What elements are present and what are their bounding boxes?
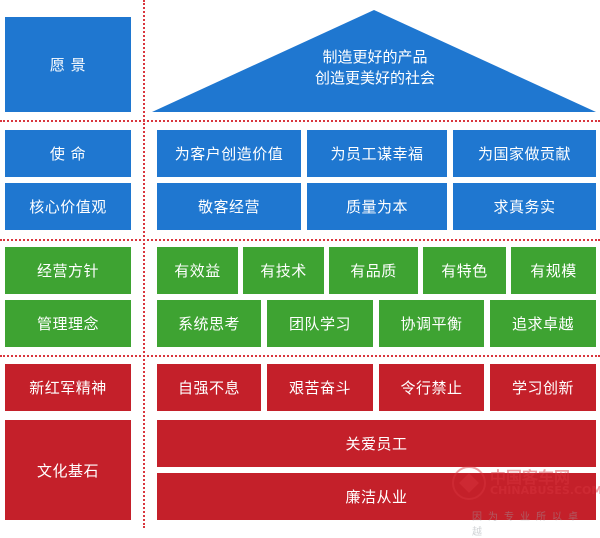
- mission-item-3: 为国家做贡献: [453, 130, 596, 177]
- mission-item-1: 为客户创造价值: [157, 130, 301, 177]
- business-policy-item-1: 有效益: [157, 247, 238, 294]
- red-army-spirit-item-3: 令行禁止: [379, 364, 484, 411]
- watermark: 中国客车网 CHINABUSES.COM 因为专业所以卓越: [452, 462, 600, 538]
- vision-roof: [152, 10, 596, 112]
- divider-values-policy: [0, 239, 600, 241]
- vision-label: 愿 景: [5, 17, 131, 112]
- watermark-cn: 中国客车网: [490, 468, 571, 487]
- management-philosophy-item-1: 系统思考: [157, 300, 261, 347]
- mission-item-2: 为员工谋幸福: [307, 130, 447, 177]
- management-philosophy-item-4: 追求卓越: [490, 300, 596, 347]
- mission-label: 使 命: [5, 130, 131, 177]
- divider-philosophy-spirit: [0, 355, 600, 357]
- management-philosophy-label: 管理理念: [5, 300, 131, 347]
- chinabuses-logo-icon: [452, 466, 486, 500]
- business-policy-item-4: 有特色: [423, 247, 506, 294]
- vision-line-2: 创造更美好的社会: [314, 69, 435, 87]
- core-value-item-2: 质量为本: [307, 183, 447, 230]
- culture-foundation-item-1: 关爱员工: [157, 420, 596, 467]
- divider-vision-mission: [0, 120, 600, 122]
- vision-line-1: 制造更好的产品: [322, 48, 428, 66]
- business-policy-label: 经营方针: [5, 247, 131, 294]
- management-philosophy-item-2: 团队学习: [267, 300, 373, 347]
- business-policy-item-2: 有技术: [243, 247, 324, 294]
- watermark-en: CHINABUSES.COM: [490, 484, 600, 497]
- business-policy-item-3: 有品质: [329, 247, 418, 294]
- core-value-item-1: 敬客经营: [157, 183, 301, 230]
- business-policy-item-5: 有规模: [511, 247, 596, 294]
- core-value-item-3: 求真务实: [453, 183, 596, 230]
- management-philosophy-item-3: 协调平衡: [379, 300, 484, 347]
- vertical-divider: [143, 0, 145, 528]
- culture-foundation-item-2: 廉洁从业: [157, 473, 596, 520]
- red-army-spirit-label: 新红军精神: [5, 364, 131, 411]
- red-army-spirit-item-1: 自强不息: [157, 364, 261, 411]
- red-army-spirit-item-4: 学习创新: [490, 364, 596, 411]
- vision-statement: 制造更好的产品 创造更美好的社会: [260, 47, 490, 89]
- watermark-slogan: 因为专业所以卓越: [472, 512, 584, 538]
- culture-foundation-label: 文化基石: [5, 420, 131, 520]
- core-values-label: 核心价值观: [5, 183, 131, 230]
- red-army-spirit-item-2: 艰苦奋斗: [267, 364, 373, 411]
